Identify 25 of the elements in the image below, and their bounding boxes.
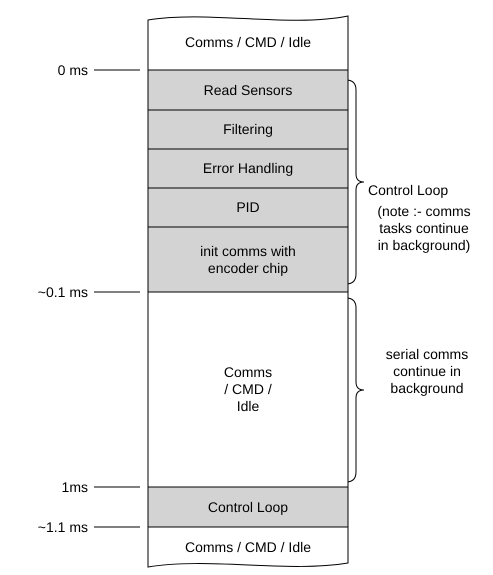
block-text: Filtering <box>223 121 273 138</box>
time-block <box>148 70 348 110</box>
annotation-text: Control Loop <box>368 182 450 199</box>
time-block <box>148 292 348 487</box>
time-label: ~1.1 ms <box>36 519 88 536</box>
time-block <box>148 487 348 527</box>
time-block <box>148 110 348 149</box>
block-text: Comms / CMD / Idle <box>224 364 272 415</box>
block-text: Error Handling <box>202 160 294 177</box>
block-text: Comms / CMD / Idle <box>184 538 311 556</box>
block-text: Control Loop <box>208 498 288 516</box>
time-block <box>148 188 348 227</box>
annotation-text: (note :- comms tasks continue in background) <box>376 203 472 254</box>
block-text: Comms / CMD / Idle <box>184 34 312 50</box>
time-block <box>148 527 348 567</box>
time-block <box>148 149 348 188</box>
time-label: ~0.1 ms <box>36 284 88 301</box>
block-text: Read Sensors <box>204 82 292 98</box>
time-label: 0 ms <box>56 62 88 79</box>
time-block <box>148 14 348 70</box>
time-block <box>148 227 348 292</box>
block-text: init comms with encoder chip <box>199 242 297 276</box>
block-text: PID <box>236 199 260 216</box>
time-label: 1ms <box>60 479 88 496</box>
annotation-text: serial comms continue in background <box>384 346 470 397</box>
